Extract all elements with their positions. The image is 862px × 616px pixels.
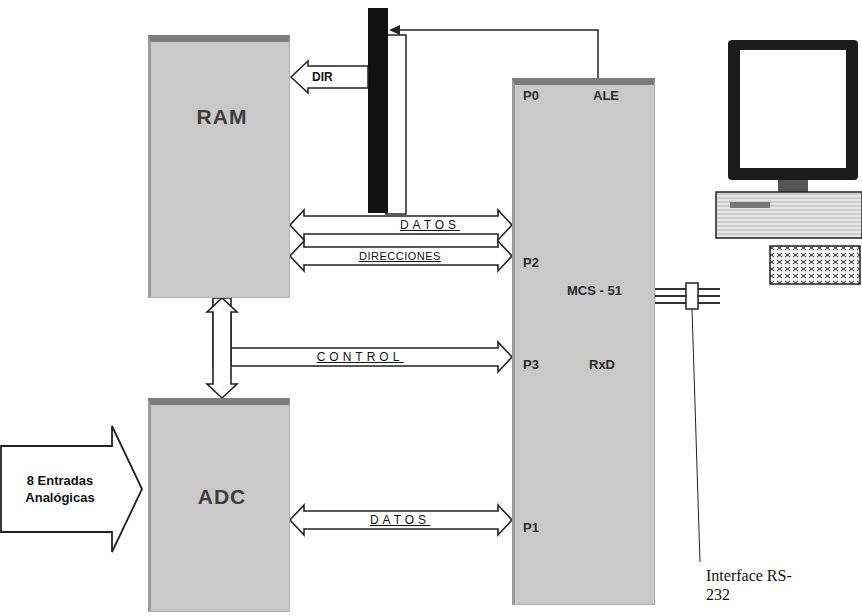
microcontroller-block: P0 ALE P2MCS - 51 P3 RxD P1 xyxy=(512,78,655,605)
port-name: P0 xyxy=(523,88,539,103)
monitor xyxy=(728,40,858,180)
latch-bar xyxy=(368,8,388,213)
block-name: ADC xyxy=(198,485,247,509)
latch-white-part xyxy=(386,35,406,214)
pin-name: ALE xyxy=(593,88,619,103)
screen xyxy=(740,50,846,168)
port-name: P2 xyxy=(523,255,539,270)
bus-arrow xyxy=(290,505,512,535)
bus-arrow xyxy=(290,241,512,271)
arrow-outline xyxy=(0,424,144,554)
bus-arrow xyxy=(213,298,512,372)
bus-arrow xyxy=(290,210,512,240)
bus-arrow xyxy=(207,298,237,398)
leader-line xyxy=(692,309,700,562)
bus-arrow xyxy=(290,210,512,240)
bus-arrow xyxy=(290,505,512,535)
keyboard xyxy=(770,246,860,284)
dir-arrow xyxy=(291,61,368,93)
bus-label: DIRECCIONES xyxy=(356,249,444,263)
arrow-outline xyxy=(1,426,142,552)
monitor-stand xyxy=(778,180,808,192)
port-name: P1 xyxy=(523,520,539,535)
block-name: RAM xyxy=(197,105,248,129)
ale-line xyxy=(394,30,598,78)
pin-name: RxD xyxy=(589,357,615,372)
connector-plug xyxy=(686,283,698,309)
bus-label: DIR xyxy=(312,70,333,84)
drive-slot xyxy=(730,202,770,208)
cpu-case xyxy=(716,192,862,238)
analog-input-arrow: 8 Entradas Analógicas xyxy=(0,424,144,554)
interface-label: Interface RS-232 xyxy=(706,566,796,604)
input-label: 8 Entradas Analógicas xyxy=(17,472,103,506)
ale-arrowhead xyxy=(389,25,400,35)
bus-label: DATOS xyxy=(367,513,433,527)
ram-block: RAM xyxy=(148,35,290,298)
bus-label: DATOS xyxy=(397,218,463,232)
bus-arrow xyxy=(231,342,512,372)
port-name: P3 xyxy=(523,357,539,372)
adc-block: ADC xyxy=(148,398,290,612)
bus-arrow xyxy=(290,241,512,271)
bus-label: CONTROL xyxy=(314,350,407,364)
bus-arrow xyxy=(207,298,237,398)
chip-name: MCS - 51 xyxy=(567,283,622,298)
